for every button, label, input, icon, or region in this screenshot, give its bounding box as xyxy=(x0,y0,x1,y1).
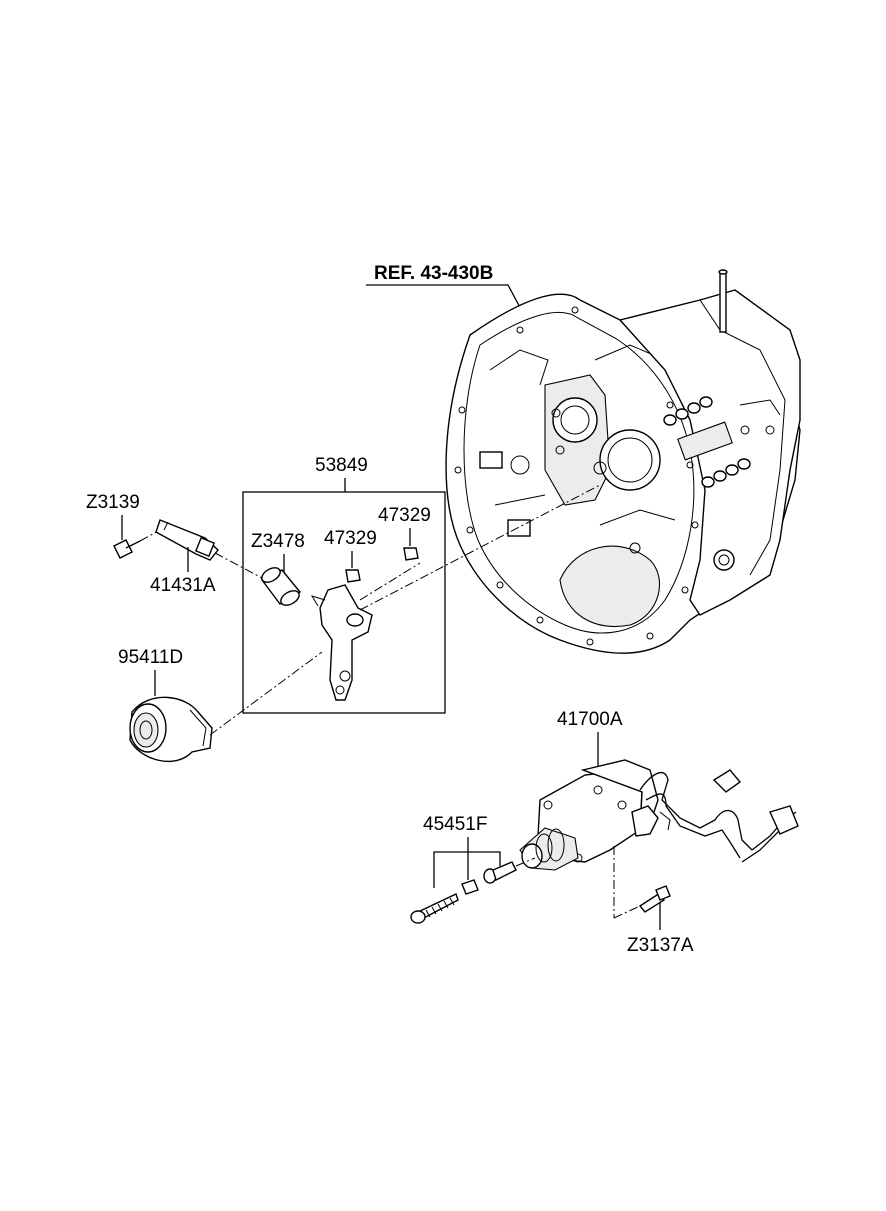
short-bolt xyxy=(483,861,517,884)
label-47329-left[interactable]: 47329 xyxy=(324,528,377,549)
flange-bolt-holes xyxy=(454,306,699,646)
fork-clip-left[interactable]: 47329 xyxy=(324,528,377,583)
label-41700A[interactable]: 41700A xyxy=(557,709,623,730)
transmission-housing[interactable] xyxy=(445,269,801,654)
bolt-Z3137A[interactable]: Z3137A xyxy=(613,846,694,956)
bolt-set-45451F[interactable]: 45451F xyxy=(410,814,536,924)
slave-cylinder-41700A[interactable]: 41700A xyxy=(519,709,799,871)
pivot-sleeve[interactable]: Z3478 xyxy=(251,531,305,608)
fork-assembly-box xyxy=(242,491,446,714)
label-Z3478[interactable]: Z3478 xyxy=(251,531,305,552)
pivot-ball-41431A[interactable]: 41431A xyxy=(150,519,263,596)
fork-assembly-group: 53849 xyxy=(242,455,446,714)
release-bearing-95411D[interactable]: 95411D xyxy=(118,647,323,763)
label-45451F[interactable]: 45451F xyxy=(423,814,487,835)
fork-clip-right[interactable]: 47329 xyxy=(378,505,431,561)
label-Z3137A[interactable]: Z3137A xyxy=(627,935,694,956)
bolt-z3139[interactable]: Z3139 xyxy=(86,492,161,559)
label-41431A[interactable]: 41431A xyxy=(150,575,216,596)
label-95411D[interactable]: 95411D xyxy=(118,647,183,668)
label-53849[interactable]: 53849 xyxy=(315,455,368,476)
reference-label[interactable]: REF. 43-430B xyxy=(374,263,493,284)
label-47329-right[interactable]: 47329 xyxy=(378,505,431,526)
long-bolt xyxy=(410,893,459,924)
label-Z3139[interactable]: Z3139 xyxy=(86,492,140,513)
housing-port-rows xyxy=(663,396,751,488)
release-fork[interactable] xyxy=(310,584,373,701)
